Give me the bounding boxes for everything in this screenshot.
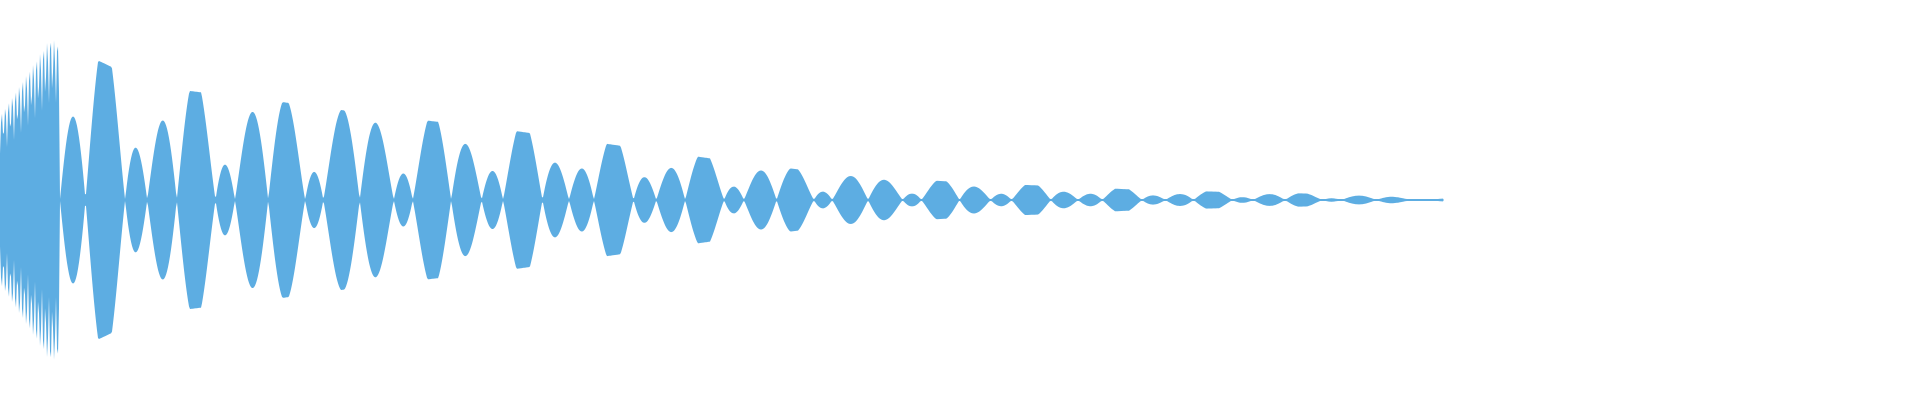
waveform-shape xyxy=(0,40,1444,360)
